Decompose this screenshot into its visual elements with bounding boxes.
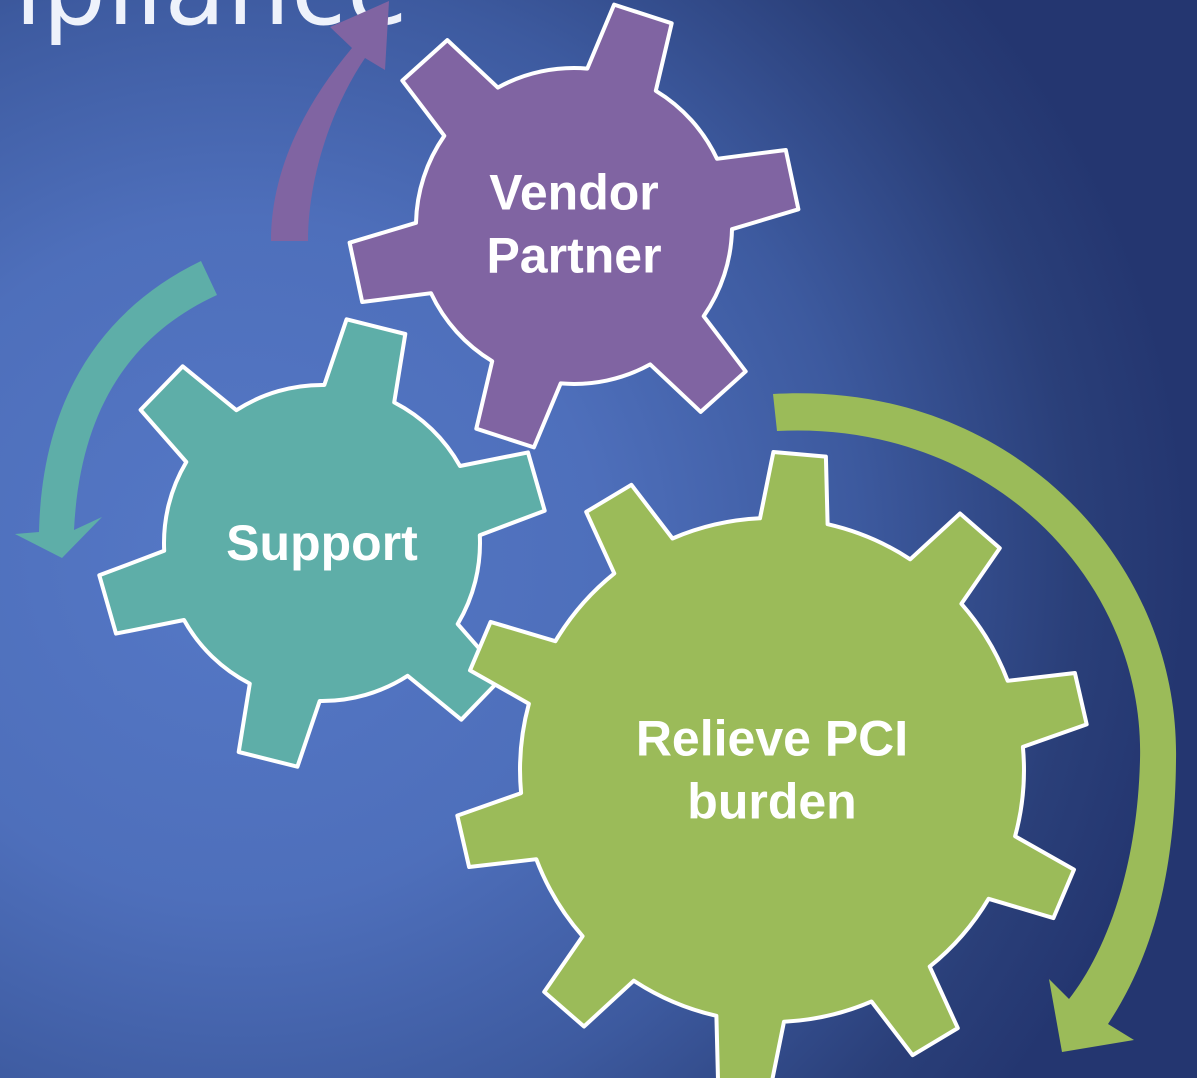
support-gear <box>97 317 547 769</box>
vendor-partner-label-line-1: Vendor <box>489 164 659 221</box>
teal-cycle-arrow <box>15 261 217 558</box>
support-label-line-1: Support <box>226 514 418 571</box>
relieve-pci-burden-gear <box>455 450 1089 1078</box>
vendor-partner-label-line-2: Partner <box>486 227 662 283</box>
relieve-label-line-2: burden <box>687 773 857 829</box>
purple-cycle-arrow <box>271 1 389 241</box>
relieve-label-line-1: Relieve PCI <box>635 710 909 767</box>
vendor-partner-gear <box>347 2 801 450</box>
green-cycle-arrow <box>773 393 1177 1052</box>
support-label: Support <box>226 512 418 575</box>
vendor-partner-label: Vendor Partner <box>486 162 661 287</box>
relieve-pci-burden-label: Relieve PCI burden <box>636 708 908 833</box>
